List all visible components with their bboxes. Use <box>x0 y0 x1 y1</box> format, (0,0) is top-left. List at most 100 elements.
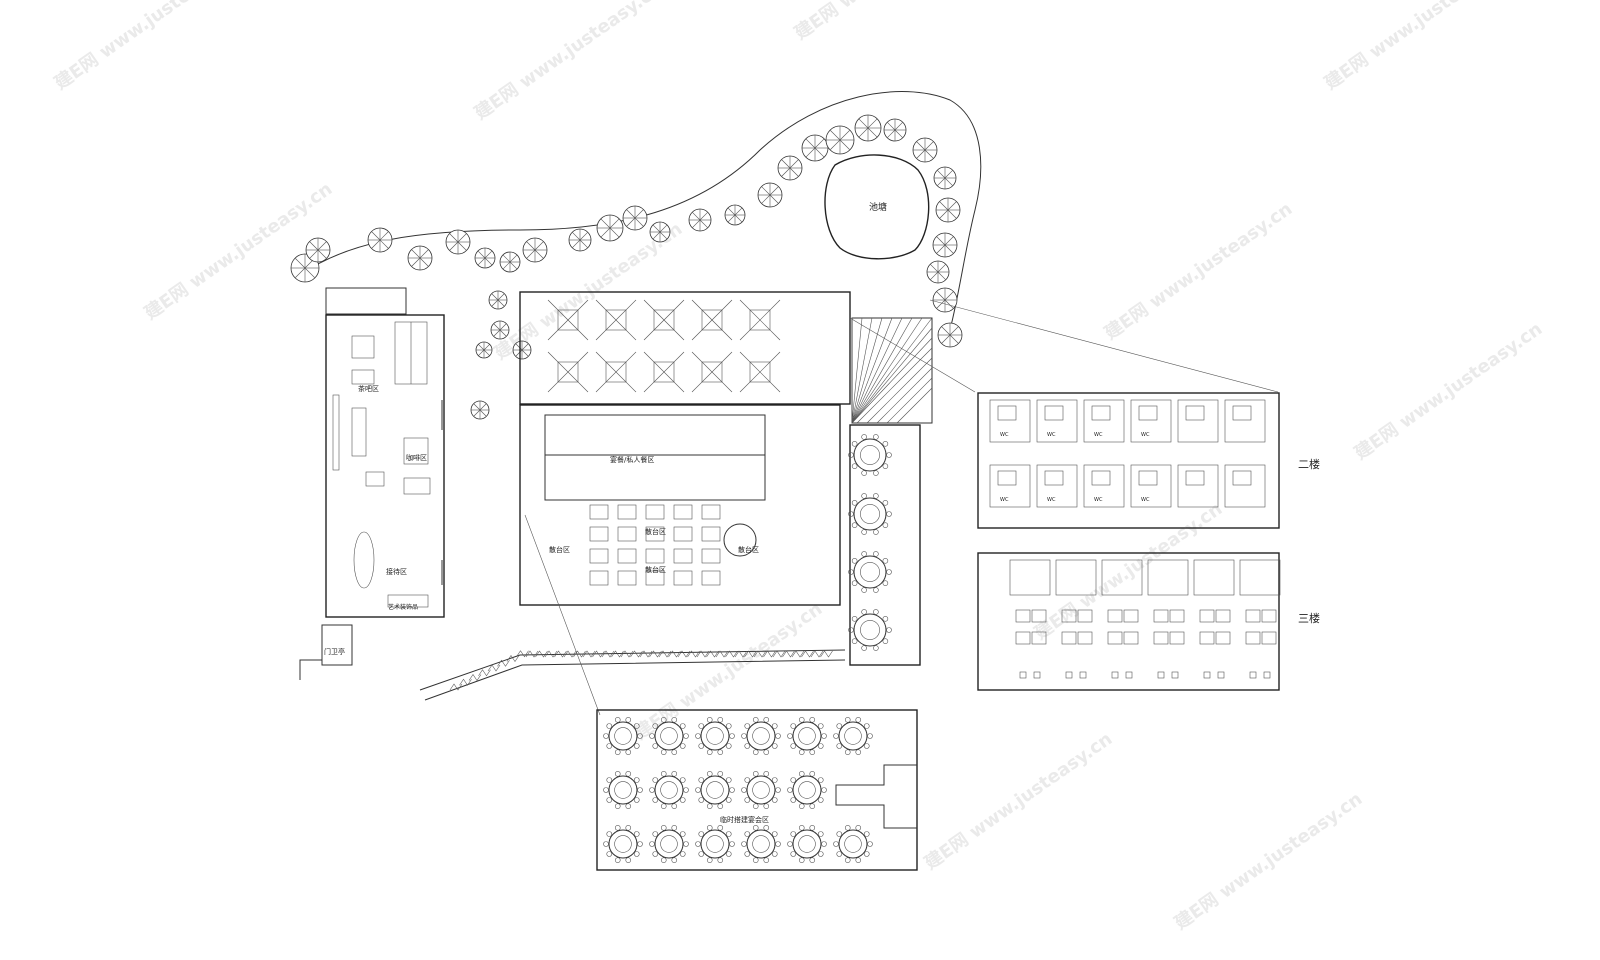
chair <box>863 851 870 857</box>
chair <box>790 851 797 857</box>
bed <box>1199 631 1215 645</box>
sofa <box>1263 671 1271 679</box>
chair <box>652 777 659 783</box>
guest-room <box>1083 464 1125 508</box>
booth-table <box>617 570 637 586</box>
chair <box>725 831 732 837</box>
bed <box>1061 609 1077 623</box>
watermark-text: 建E网 www.justeasy.cn <box>630 598 826 744</box>
vip-rooms-block <box>849 424 921 666</box>
round-table <box>608 775 638 805</box>
chair <box>844 857 851 863</box>
square-table <box>749 361 771 383</box>
guest-room <box>1009 559 1051 596</box>
booth-table <box>589 548 609 564</box>
chair <box>882 558 889 564</box>
tree-branch <box>839 129 851 141</box>
guest-room <box>1177 399 1219 443</box>
chair <box>817 831 824 837</box>
tree-branch <box>572 239 581 248</box>
tree-branch <box>814 147 825 158</box>
chair <box>695 787 701 793</box>
tree-branch <box>509 261 518 270</box>
tree-branch <box>419 257 429 267</box>
round-table <box>654 721 684 751</box>
chair <box>817 777 824 783</box>
dining-area-label-2: 散台区 <box>549 545 570 554</box>
tree-branch <box>502 254 511 263</box>
chair <box>775 787 781 793</box>
dining-sets-group <box>547 299 892 651</box>
bed <box>1261 631 1277 645</box>
shrub <box>620 650 634 658</box>
hatch-line <box>851 317 873 424</box>
shrub <box>753 650 767 658</box>
chair <box>855 825 862 831</box>
tree-branch <box>699 212 708 221</box>
tea-area-label: 茶吧区 <box>358 384 379 393</box>
tree-branch <box>477 250 486 259</box>
tree-branch <box>867 127 878 138</box>
bed <box>1185 405 1205 421</box>
chair <box>698 777 705 783</box>
chair <box>798 771 805 777</box>
shrub <box>801 650 814 658</box>
chair <box>861 587 867 593</box>
round-table-top <box>798 781 816 799</box>
chair <box>606 723 613 729</box>
chair <box>637 733 643 739</box>
chair <box>606 831 613 837</box>
shrub <box>573 650 586 658</box>
chair <box>679 851 686 857</box>
chair <box>729 841 735 847</box>
chair <box>695 841 701 847</box>
booth-table <box>701 526 721 542</box>
leader-banquet <box>524 514 601 716</box>
chair <box>706 717 713 723</box>
shrub <box>649 650 662 658</box>
round-table-top <box>614 781 632 799</box>
floor2-plan <box>977 392 1280 529</box>
chair <box>861 493 867 499</box>
table-diag <box>691 299 733 341</box>
shrub <box>592 650 605 658</box>
tree-branch <box>294 267 306 279</box>
round-table-top <box>860 504 880 524</box>
chair <box>787 841 793 847</box>
floor3-rooms <box>1009 559 1281 679</box>
booth-table <box>589 570 609 586</box>
round-table-top <box>660 727 678 745</box>
chair <box>861 609 867 615</box>
guard-booth-gate <box>299 659 322 680</box>
bed <box>1153 631 1169 645</box>
table-diag <box>547 351 589 393</box>
shrub <box>772 650 786 658</box>
tree-branch <box>534 249 544 259</box>
chair <box>886 569 892 575</box>
tree-branch <box>939 209 949 219</box>
chair <box>698 723 705 729</box>
wc-label: WC <box>1141 432 1150 438</box>
tree-branch <box>491 293 499 301</box>
chair <box>679 723 686 729</box>
round-table-top <box>860 620 880 640</box>
tree-branch <box>941 326 951 336</box>
art-display-label: 艺术装饰品 <box>388 603 418 611</box>
chair <box>652 851 659 857</box>
tree-branch <box>521 349 529 357</box>
wc-label: WC <box>1047 432 1056 438</box>
hatch-line <box>851 317 863 424</box>
bed <box>1215 631 1231 645</box>
tree-branch <box>936 236 946 246</box>
chair <box>606 743 613 749</box>
chair <box>671 717 678 723</box>
chair <box>836 831 843 837</box>
hatch-line <box>851 317 933 424</box>
guest-room <box>1224 399 1266 443</box>
chair <box>649 733 655 739</box>
chair <box>706 771 713 777</box>
chair <box>637 841 643 847</box>
south-hedge <box>449 650 833 691</box>
booth-table <box>673 526 693 542</box>
chair <box>833 841 839 847</box>
